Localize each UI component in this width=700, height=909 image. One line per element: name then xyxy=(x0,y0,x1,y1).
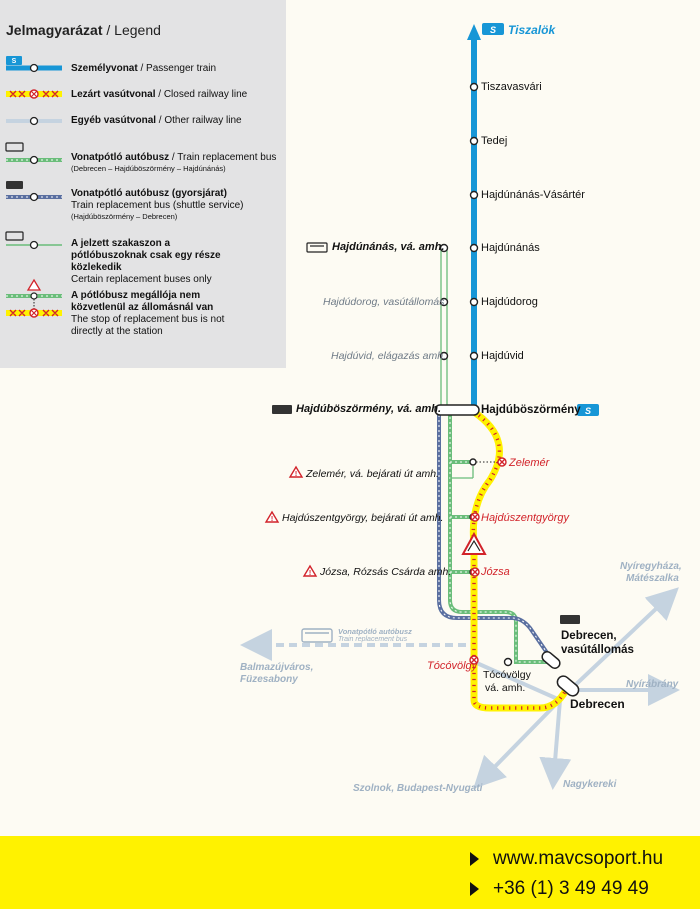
station-zelemer: Zelemér xyxy=(509,457,550,469)
legend-partial-bus-symbol xyxy=(5,231,62,250)
station-hajduszentgyorgy: Hajdúszentgyörgy xyxy=(481,512,570,524)
svg-text:!: ! xyxy=(271,516,273,523)
station-hajdunanas: Hajdúnánás xyxy=(481,242,540,254)
route-map: !!! S S xyxy=(240,23,680,790)
train-stations xyxy=(469,82,479,361)
warning-sign-icon xyxy=(461,531,487,555)
legend-item-passenger-train: Személyvonat / Passenger train xyxy=(71,63,217,74)
legend-item-other-line: Egyéb vasútvonal / Other railway line xyxy=(71,115,242,126)
station-hajdudorog: Hajdúdorog xyxy=(481,296,538,308)
legend-item-closed-line: Lezárt vasútvonal / Closed railway line xyxy=(71,89,248,100)
station-tedej: Tedej xyxy=(481,135,508,147)
busstop-tocovolgy-line1: Tócóvölgy xyxy=(483,669,531,681)
station-tocovolgy: Tócóvölgy xyxy=(427,660,478,672)
footer-bar: www.mavcsoport.hu +36 (1) 3 49 49 49 xyxy=(0,836,700,909)
busstop-zelemer: Zelemér, vá. bejárati út amh. xyxy=(306,468,440,480)
alert-icons xyxy=(264,465,318,577)
bus-blue-line xyxy=(437,410,554,662)
dest-nyirabrany: Nyírábrány xyxy=(626,679,679,690)
bus-icon xyxy=(272,405,292,414)
svg-text:!: ! xyxy=(295,471,297,478)
busstop-hajdudorog: Hajdúdorog, vasútállomás xyxy=(323,296,445,308)
busstop-tocovolgy-line2: vá. amh. xyxy=(485,682,526,694)
legend-bus-blue-symbol xyxy=(6,181,62,202)
legend-bus-green-symbol xyxy=(5,142,62,165)
busstop-jozsa: Józsa, Rózsás Csárda amh. xyxy=(320,566,452,578)
passenger-train-line xyxy=(467,24,481,408)
legend-item-bus-green: Vonatpótló autóbusz / Train replacement … xyxy=(71,152,277,173)
station-tiszalok: Tiszalök xyxy=(508,23,556,37)
busstop-debrecen-line2: vasútállomás xyxy=(561,644,634,656)
bus-partial-line xyxy=(440,248,448,410)
bus-label-line1: Vonatpótló autóbusz xyxy=(338,627,412,636)
s-badge-icon: S xyxy=(577,404,599,416)
dest-nyiregyhaza-line1: Nyíregyháza, xyxy=(620,561,682,572)
dest-balmazujvaros-line1: Balmazújváros, xyxy=(240,662,314,673)
svg-text:!: ! xyxy=(309,570,311,577)
bus-icon xyxy=(301,628,333,643)
busstop-debrecen-line1: Debrecen, xyxy=(561,630,617,642)
hajduboszormeny-interchange xyxy=(434,404,480,416)
legend-symbols: S xyxy=(5,56,62,318)
legend-closed-line-symbol xyxy=(6,89,62,99)
station-hajdunanas-vasarter: Hajdúnánás-Vásártér xyxy=(481,189,585,201)
arrow-right-icon xyxy=(470,851,479,866)
footer-web[interactable]: www.mavcsoport.hu xyxy=(470,848,663,870)
svg-text:S: S xyxy=(585,406,591,416)
arrow-right-icon xyxy=(470,881,479,896)
legend-other-line-symbol xyxy=(6,116,62,126)
busstop-hajduboszormeny: Hajdúböszörmény, vá. amh. xyxy=(296,403,442,415)
dest-balmazujvaros-line2: Füzesabony xyxy=(240,674,298,685)
bus-green-line xyxy=(448,412,550,664)
debrecen-bus-interchange xyxy=(541,651,561,669)
legend-item-bus-blue: Vonatpótló autóbusz (gyorsjárat)Train re… xyxy=(71,188,244,221)
bus-label-line2: Train replacement bus xyxy=(338,636,408,643)
legend-passenger-train-symbol: S xyxy=(6,56,62,73)
station-debrecen: Debrecen xyxy=(570,697,625,711)
legend-panel: Jelmagyarázat / Legend S xyxy=(0,0,286,368)
legend-title: Jelmagyarázat / Legend xyxy=(6,22,161,38)
station-tiszavasvari: Tiszavasvári xyxy=(481,81,542,93)
legend-item-remote-stop: A pótlóbusz megállója nem közvetlenül az… xyxy=(71,290,225,337)
legend-remote-stop-symbol xyxy=(6,278,62,318)
s-badge-icon: S xyxy=(482,23,504,35)
footer-phone[interactable]: +36 (1) 3 49 49 49 xyxy=(470,878,649,900)
bus-icon xyxy=(306,242,328,253)
station-hajduboszormeny: Hajdúböszörmény xyxy=(481,404,581,416)
other-railway-lines xyxy=(469,587,680,790)
bus-icon xyxy=(560,615,580,624)
station-hajduvid: Hajdúvid xyxy=(481,350,524,362)
dest-nagykereki: Nagykereki xyxy=(563,779,617,790)
debrecen-station-interchange xyxy=(556,675,580,697)
dest-nyiregyhaza-line2: Mátészalka xyxy=(626,573,679,584)
closed-stations xyxy=(469,457,507,665)
legend-item-partial-bus: A jelzett szakaszon a pótlóbuszoknak csa… xyxy=(71,238,221,285)
busstop-hajduszentgyorgy: Hajdúszentgyörgy, bejárati út amh. xyxy=(282,512,444,524)
dest-szolnok: Szolnok, Budapest-Nyugati xyxy=(353,783,483,794)
busstop-hajduvid: Hajdúvid, elágazás amh. xyxy=(331,350,446,362)
station-jozsa: Józsa xyxy=(481,566,510,578)
bus-stops xyxy=(439,243,513,667)
svg-text:S: S xyxy=(490,25,496,35)
busstop-hajdunanas: Hajdúnánás, vá. amh. xyxy=(332,241,445,253)
svg-text:S: S xyxy=(12,58,17,65)
